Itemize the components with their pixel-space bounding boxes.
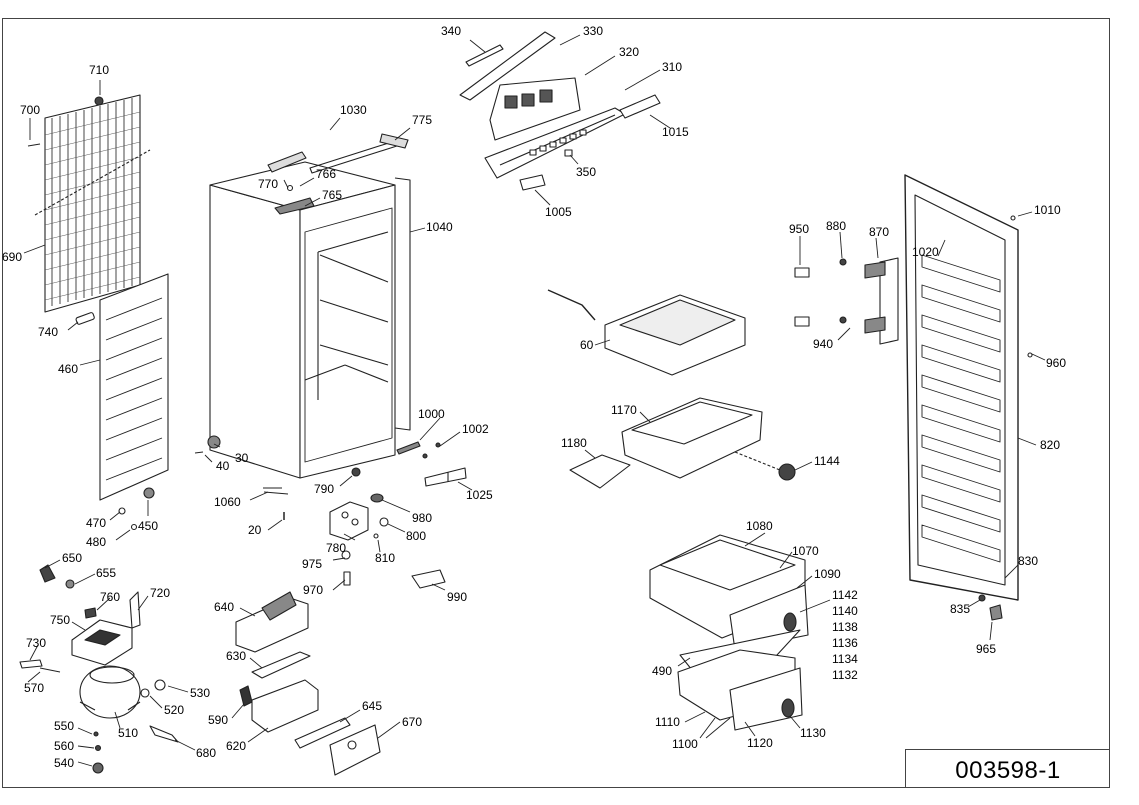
callout-1060: 1060 (214, 495, 241, 509)
callout-570: 570 (24, 681, 45, 695)
callout-1100: 1100 (672, 737, 698, 751)
callout-810: 810 (375, 551, 396, 565)
callout-1136: 1136 (832, 636, 858, 650)
callout-1090: 1090 (814, 567, 841, 581)
callout-730: 730 (26, 636, 47, 650)
callout-650: 650 (62, 551, 83, 565)
callout-640: 640 (214, 600, 235, 614)
callout-340: 340 (441, 24, 462, 38)
callout-540: 540 (54, 756, 75, 770)
callout-490: 490 (652, 664, 673, 678)
callout-655: 655 (96, 566, 117, 580)
callout-790: 790 (314, 482, 335, 496)
callout-60: 60 (580, 338, 594, 352)
evaporator-part (235, 591, 381, 776)
callout-510: 510 (118, 726, 139, 740)
cabinet-part (194, 133, 467, 487)
callout-975: 975 (302, 557, 323, 571)
shelf-tray-part (569, 397, 796, 489)
bottom-hinge-part (263, 467, 446, 589)
callout-1138: 1138 (832, 620, 858, 634)
callout-320: 320 (619, 45, 640, 59)
callout-530: 530 (190, 686, 211, 700)
callout-330: 330 (583, 24, 604, 38)
callout-720: 720 (150, 586, 171, 600)
callout-40: 40 (216, 459, 230, 473)
callout-620: 620 (226, 739, 247, 753)
callout-1120: 1120 (747, 736, 773, 750)
callout-880: 880 (826, 219, 847, 233)
document-number: 003598-1 (955, 757, 1061, 784)
callout-750: 750 (50, 613, 71, 627)
callout-450: 450 (138, 519, 159, 533)
callout-1070: 1070 (792, 544, 819, 558)
callout-970: 970 (303, 583, 324, 597)
callout-460: 460 (58, 362, 79, 376)
callout-1005: 1005 (545, 205, 572, 219)
callout-950: 950 (789, 222, 810, 236)
callout-800: 800 (406, 529, 427, 543)
callout-1180: 1180 (561, 436, 587, 450)
callout-1010: 1010 (1034, 203, 1061, 217)
callout-775: 775 (412, 113, 433, 127)
callout-310: 310 (662, 60, 683, 74)
callout-1002: 1002 (462, 422, 489, 436)
callout-990: 990 (447, 590, 468, 604)
callout-835: 835 (950, 602, 971, 616)
back-plate-part (99, 273, 169, 531)
callout-590: 590 (208, 713, 229, 727)
control-panel-part (459, 31, 661, 191)
callout-350: 350 (576, 165, 597, 179)
callout-520: 520 (164, 703, 185, 717)
callout-1020: 1020 (912, 245, 939, 259)
callout-1080: 1080 (746, 519, 773, 533)
callout-680: 680 (196, 746, 217, 760)
callout-1040: 1040 (426, 220, 453, 234)
callout-20: 20 (248, 523, 262, 537)
callout-1142: 1142 (832, 588, 858, 602)
callout-1000: 1000 (418, 407, 445, 421)
callout-700: 700 (20, 103, 41, 117)
callout-940: 940 (813, 337, 834, 351)
callout-765: 765 (322, 188, 343, 202)
drawing-frame (2, 18, 1110, 788)
callout-710: 710 (89, 63, 110, 77)
title-block: 003598-1 (905, 749, 1110, 788)
callout-550: 550 (54, 719, 75, 733)
callout-670: 670 (402, 715, 423, 729)
callout-1132: 1132 (832, 668, 858, 682)
callout-1134: 1134 (832, 652, 858, 666)
callout-470: 470 (86, 516, 107, 530)
callout-1144: 1144 (814, 454, 840, 468)
callout-770: 770 (258, 177, 279, 191)
callout-630: 630 (226, 649, 247, 663)
callout-1030: 1030 (340, 103, 367, 117)
callout-870: 870 (869, 225, 890, 239)
callout-965: 965 (976, 642, 997, 656)
drawer-part (649, 534, 809, 731)
callout-1140: 1140 (832, 604, 858, 618)
callout-830: 830 (1018, 554, 1039, 568)
callout-30: 30 (235, 451, 249, 465)
condenser-part (27, 94, 151, 325)
door-part (794, 174, 1033, 621)
callout-740: 740 (38, 325, 59, 339)
callout-1015: 1015 (662, 125, 689, 139)
callout-1025: 1025 (466, 488, 493, 502)
callout-1130: 1130 (800, 726, 826, 740)
callout-766: 766 (316, 167, 337, 181)
fan-cover-part (547, 289, 746, 376)
callout-780: 780 (326, 541, 347, 555)
callout-1170: 1170 (611, 403, 637, 417)
callout-760: 760 (100, 590, 121, 604)
callout-980: 980 (412, 511, 433, 525)
callout-960: 960 (1046, 356, 1067, 370)
callout-645: 645 (362, 699, 383, 713)
callout-820: 820 (1040, 438, 1061, 452)
callout-560: 560 (54, 739, 75, 753)
callout-690: 690 (2, 250, 23, 264)
callout-1110: 1110 (655, 715, 680, 729)
callout-480: 480 (86, 535, 107, 549)
